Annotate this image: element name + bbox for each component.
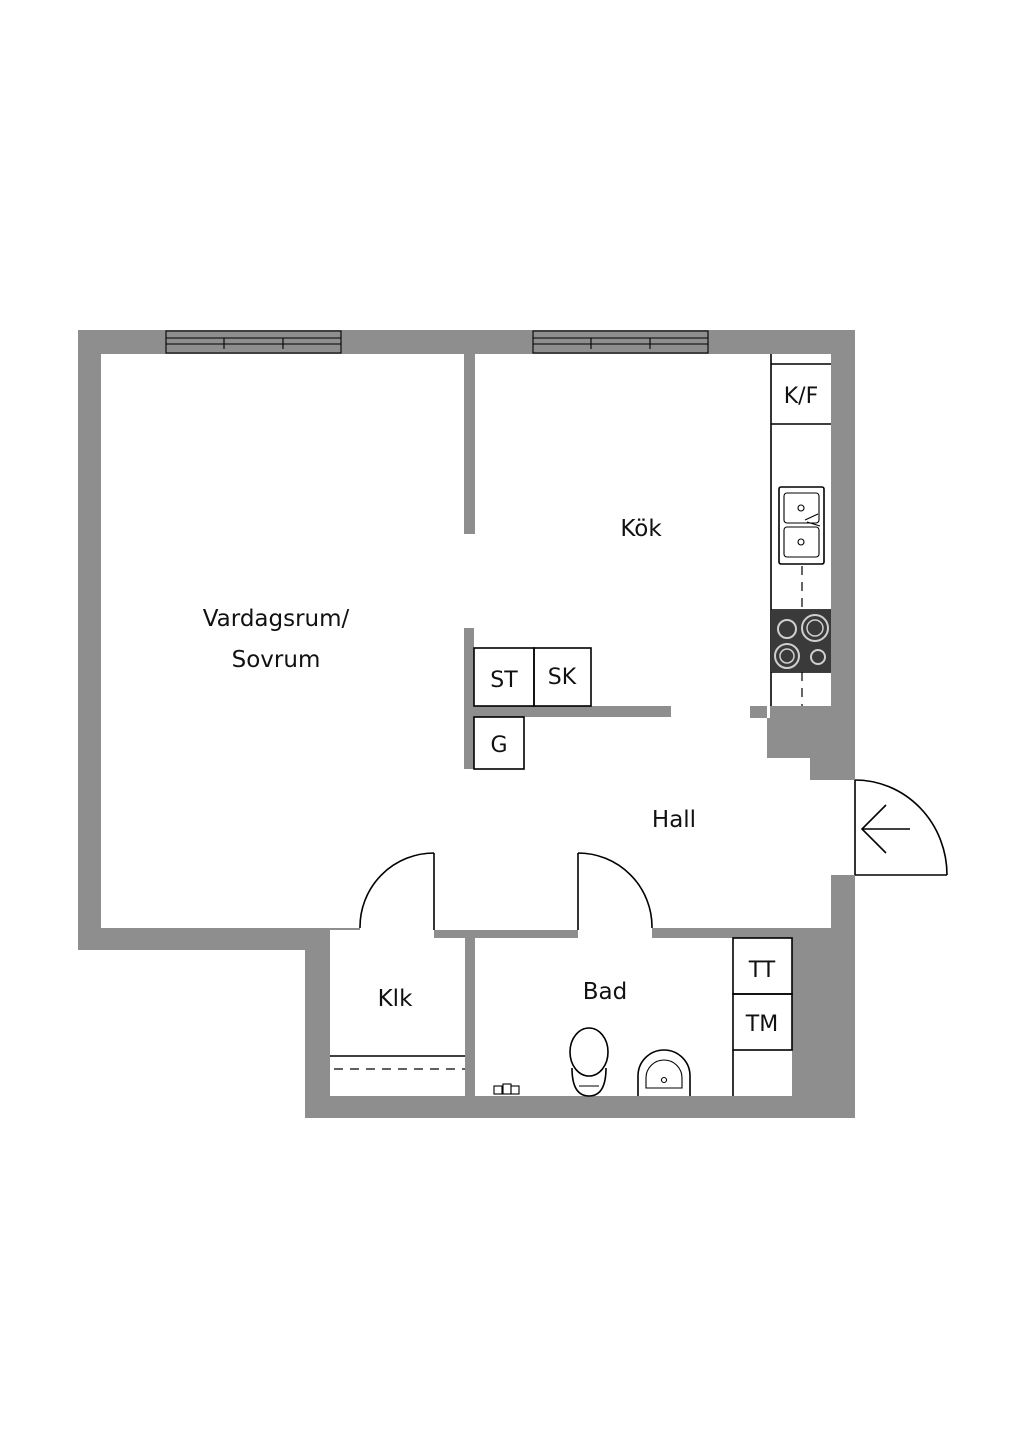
dryer-label: TT bbox=[748, 958, 776, 983]
wall-bath-right bbox=[792, 938, 831, 1096]
closet-label: Klk bbox=[378, 986, 413, 1012]
floor-drain-icon bbox=[493, 1083, 520, 1095]
door-swing-icon bbox=[577, 852, 653, 930]
wall-cabinet-vertical bbox=[464, 628, 474, 769]
wall-closet-bath bbox=[465, 938, 475, 1096]
door-swing-icon bbox=[359, 852, 435, 930]
sink-icon bbox=[778, 486, 825, 565]
wardrobe-g-label: G bbox=[490, 733, 507, 758]
toilet-icon bbox=[569, 1027, 609, 1097]
cabinet-block bbox=[473, 647, 592, 770]
washbasin-icon bbox=[637, 1049, 691, 1096]
wall-living-kitchen bbox=[464, 354, 475, 534]
laundry-block bbox=[732, 937, 793, 1096]
wall-cabinet-horizontal bbox=[474, 706, 671, 717]
dishwasher-label: ST bbox=[490, 668, 518, 693]
living-room-label-line1: Vardagsrum/ bbox=[203, 606, 350, 632]
wardrobe-label: SK bbox=[548, 665, 577, 690]
window-icon bbox=[165, 330, 342, 354]
washer-label: TM bbox=[745, 1012, 778, 1037]
bath-label: Bad bbox=[583, 979, 627, 1005]
closet-shelf bbox=[330, 1055, 465, 1070]
stove-icon bbox=[771, 610, 831, 672]
entrance-door bbox=[854, 779, 948, 876]
hall-label: Hall bbox=[652, 807, 696, 833]
living-room-label-line2: Sovrum bbox=[232, 647, 321, 673]
entrance-arrow-icon bbox=[860, 804, 910, 854]
kitchen-label: Kök bbox=[620, 516, 662, 542]
window-icon bbox=[532, 330, 709, 354]
fridge-freezer-label: K/F bbox=[784, 384, 819, 409]
